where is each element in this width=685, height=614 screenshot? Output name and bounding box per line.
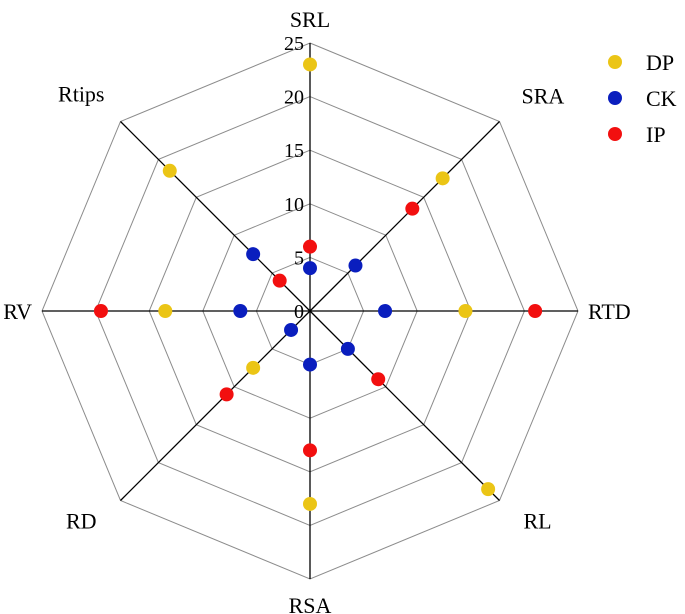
- legend-label-ck: CK: [646, 86, 677, 111]
- point-ip-srl: [303, 239, 317, 254]
- legend-marker-dp: [608, 55, 622, 69]
- point-ip-rv: [93, 304, 108, 318]
- point-dp-rsa: [303, 496, 317, 511]
- point-ck-rtips: [246, 247, 261, 262]
- point-ck-sra: [348, 258, 363, 273]
- point-ip-rtips: [272, 273, 287, 288]
- tick-label: 25: [284, 33, 304, 55]
- legend-label-ip: IP: [646, 122, 666, 147]
- tick-label: 10: [284, 194, 304, 216]
- axis-line-sra: [309, 121, 500, 312]
- point-ck-rv: [233, 304, 248, 318]
- axis-labels: SRL SRA RTD RL RSA RD RV Rtips: [3, 7, 631, 614]
- tick-label: 15: [284, 140, 304, 162]
- point-ip-rl: [371, 372, 386, 387]
- point-dp-rd: [246, 360, 261, 375]
- axis-label-rtips: Rtips: [58, 82, 104, 107]
- axis-label-rd: RD: [66, 509, 97, 534]
- axis-label-rtd: RTD: [588, 299, 631, 324]
- point-ck-rsa: [303, 357, 317, 372]
- point-dp-rtd: [458, 304, 473, 318]
- point-dp-sra: [435, 171, 450, 186]
- point-ck-rtd: [378, 304, 393, 318]
- point-ck-srl: [303, 261, 317, 276]
- data-points: [93, 57, 543, 511]
- point-dp-srl: [303, 57, 317, 72]
- axis-label-rl: RL: [524, 509, 552, 534]
- axis-label-rsa: RSA: [289, 593, 332, 614]
- point-dp-rv: [158, 304, 173, 318]
- tick-label: 5: [294, 247, 304, 269]
- legend-label-dp: DP: [646, 50, 674, 75]
- point-ip-rtd: [528, 304, 543, 318]
- point-dp-rtips: [162, 163, 177, 178]
- axis-label-sra: SRA: [522, 84, 565, 109]
- axis-line-rd: [120, 310, 311, 501]
- axis-label-srl: SRL: [290, 7, 330, 32]
- legend: DP CK IP: [608, 50, 677, 147]
- axis-label-rv: RV: [3, 299, 32, 324]
- tick-label: 20: [284, 87, 304, 109]
- legend-marker-ip: [608, 127, 622, 141]
- tick-labels: 0 5 10 15 20 25: [284, 33, 304, 323]
- tick-label: 0: [294, 301, 304, 323]
- legend-marker-ck: [608, 91, 622, 105]
- point-ip-rd: [219, 387, 234, 402]
- point-ip-sra: [405, 201, 420, 216]
- point-dp-rl: [481, 482, 496, 497]
- axis-line-rl: [309, 310, 500, 501]
- point-ip-rsa: [303, 443, 317, 458]
- point-ck-rd: [284, 322, 299, 337]
- point-ck-rl: [340, 341, 355, 356]
